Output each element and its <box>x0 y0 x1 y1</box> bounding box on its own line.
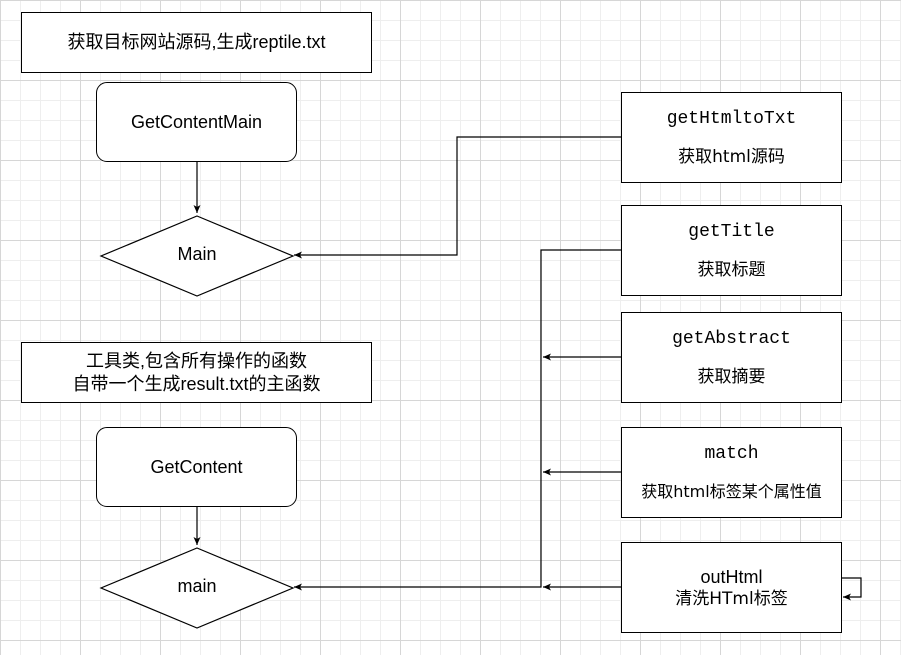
func-outhtml: outHtml 清洗HTml标签 <box>621 542 842 633</box>
func-gettitle-name: getTitle <box>688 221 775 242</box>
func-gettitle-desc: 获取标题 <box>697 259 766 280</box>
func-gethtmltotxt: getHtmltoTxt 获取html源码 <box>621 92 842 183</box>
note-bottom: 工具类,包含所有操作的函数 自带一个生成result.txt的主函数 <box>21 342 372 403</box>
func-match-desc: 获取html标签某个属性值 <box>641 481 822 501</box>
node-get-content-main: GetContentMain <box>96 82 297 162</box>
func-getabstract-desc: 获取摘要 <box>697 366 766 387</box>
edge-outhtml-self-loop <box>841 577 862 601</box>
note-top-text: 获取目标网站源码,生成reptile.txt <box>67 32 326 52</box>
func-gethtmltotxt-desc: 获取html源码 <box>678 146 785 167</box>
func-getabstract: getAbstract 获取摘要 <box>621 312 842 403</box>
edge-gethtmltotxt-to-main <box>294 136 621 259</box>
note-top: 获取目标网站源码,生成reptile.txt <box>21 12 372 73</box>
func-gethtmltotxt-name: getHtmltoTxt <box>666 108 797 129</box>
edge-bus-to-main-lower <box>294 249 621 591</box>
note-bottom-line2: 自带一个生成result.txt的主函数 <box>72 373 321 394</box>
note-bottom-line1: 工具类,包含所有操作的函数 <box>86 350 307 371</box>
func-outhtml-desc: 清洗HTml标签 <box>675 588 788 609</box>
node-get-content-label: GetContent <box>150 456 243 477</box>
main-lower-label: main <box>177 576 217 596</box>
node-get-content-main-label: GetContentMain <box>130 111 263 132</box>
main-lower-diamond <box>99 547 295 629</box>
node-get-content: GetContent <box>96 427 297 507</box>
main-upper-label: Main <box>177 244 217 264</box>
func-getabstract-name: getAbstract <box>672 328 791 349</box>
func-gettitle: getTitle 获取标题 <box>621 205 842 296</box>
main-upper-diamond <box>99 215 295 297</box>
func-match: match 获取html标签某个属性值 <box>621 427 842 518</box>
func-match-name: match <box>704 443 759 464</box>
func-outhtml-name: outHtml <box>700 566 763 587</box>
